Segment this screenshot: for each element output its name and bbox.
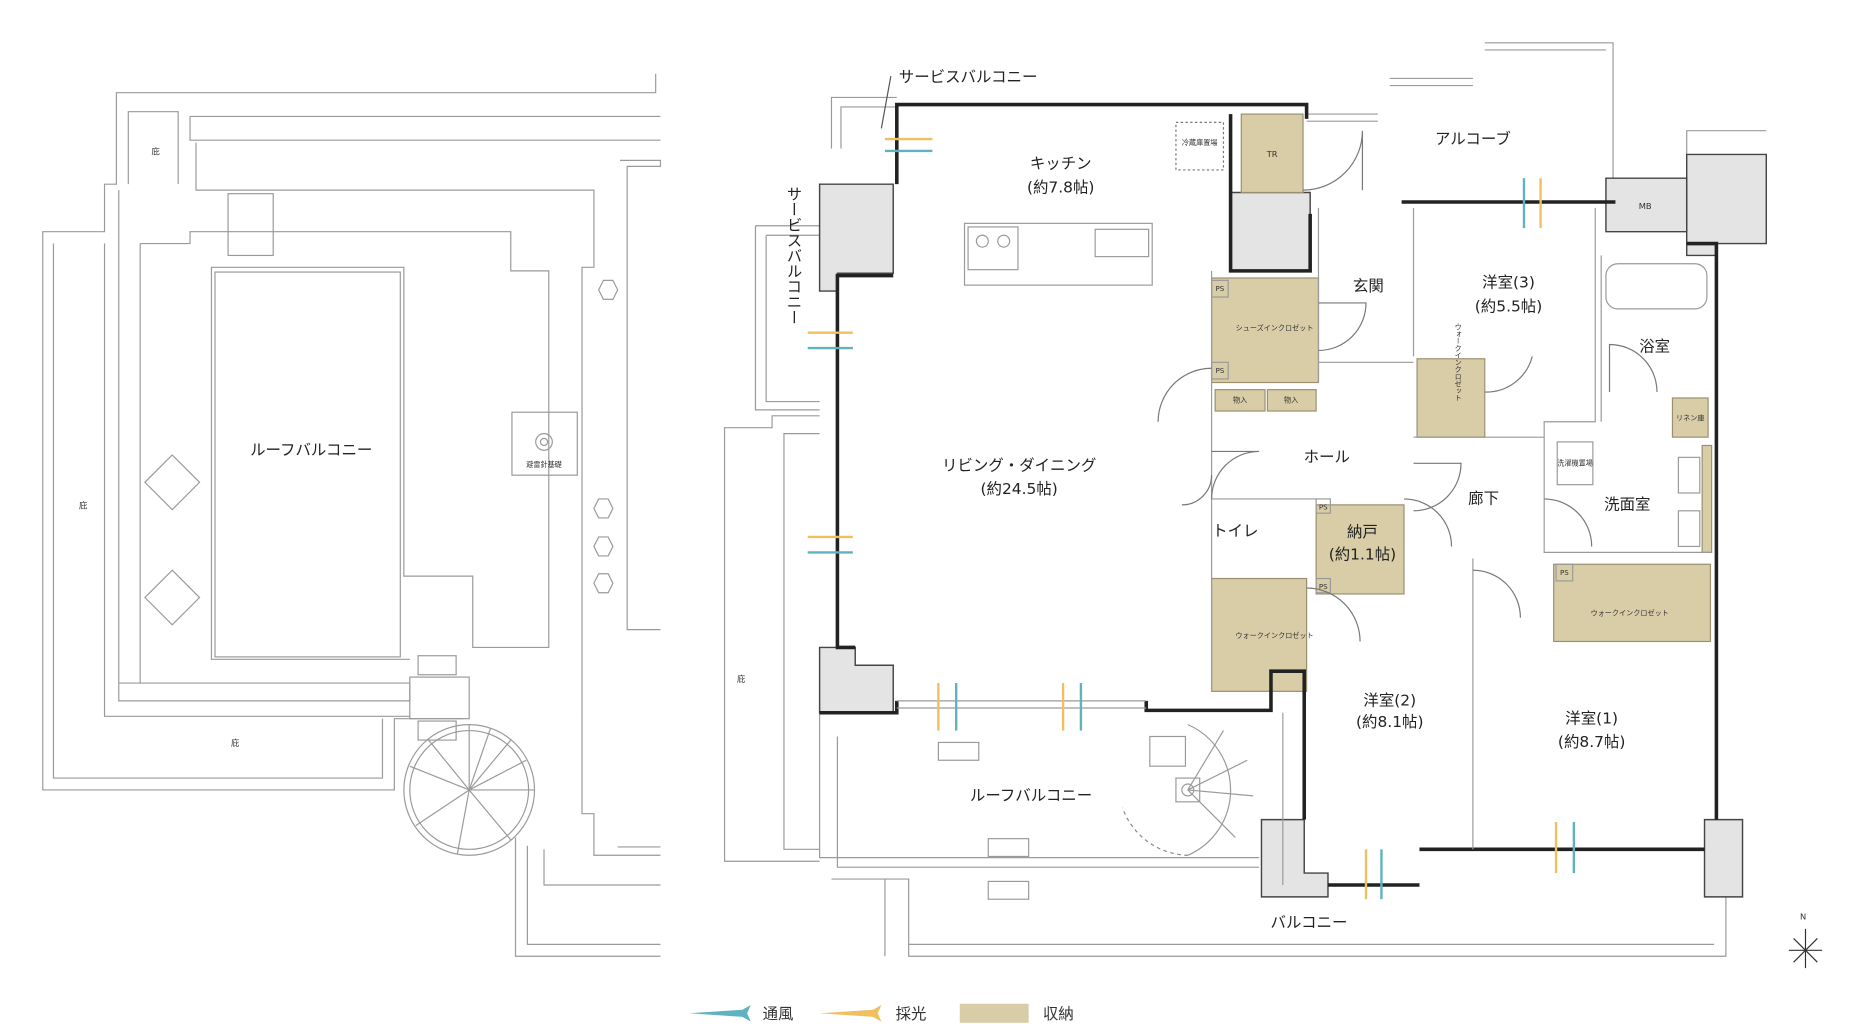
eave-label: 庇 [151,146,159,156]
fridge-label: 冷蔵庫置場 [1182,138,1218,147]
storage-legend-swatch [959,1003,1029,1023]
alcove-label: アルコーブ [1435,129,1511,148]
eave-label: 庇 [737,674,745,684]
entrance-label: 玄関 [1353,277,1384,295]
bathtub-icon [1605,263,1708,310]
north-label: N [1800,911,1806,921]
room2-size: (約8.1帖) [1356,713,1423,731]
room1-size: (約8.7帖) [1558,733,1625,751]
balcony-label: バルコニー [1271,914,1348,932]
storage-label: 物入 [1233,396,1247,405]
eave-label: 庇 [79,500,87,510]
spiral-staircase [403,724,536,856]
washer-label: 洗濯機置場 [1557,459,1593,468]
upper-roof-balcony-label: ルーフバルコニー [250,441,372,459]
column [818,646,894,714]
room2-label: 洋室(2) [1363,692,1416,710]
upper-floor-plan: ルーフバルコニー 避雷針基礎 庇 庇 庇 [42,73,662,957]
eave-label: 庇 [231,738,239,748]
ps-label: PS [1319,582,1328,591]
legend-ventilation: 通風 [763,1005,794,1023]
room1-label: 洋室(1) [1565,709,1618,727]
kitchen-size: (約7.8帖) [1027,178,1094,196]
living-label: リビング・ダイニング [942,456,1096,474]
kitchen-label: キッチン [1030,155,1092,173]
legend-lighting: 採光 [896,1005,927,1023]
room3-size: (約5.5帖) [1475,297,1542,315]
wic-label: ウォークインクロゼット [1454,323,1463,401]
linen-closet [1671,397,1709,438]
lightning-rod-base [511,411,578,476]
kitchen-counter [963,222,1153,286]
room3-label: 洋室(3) [1482,274,1535,292]
service-balcony-label: サービスバルコニー [899,68,1038,86]
ventilation-legend-icon [688,1004,751,1022]
storage [1214,389,1266,412]
main-floor-plan: N サービスバルコニー サービスバルコニー キッチン (約7.8帖) 冷蔵庫置場… [723,42,1823,969]
storage [1266,389,1317,412]
tr-space [1240,113,1304,194]
toilet-label: トイレ [1212,522,1258,540]
ventilation-lighting-markers [807,137,1576,900]
tr-label: TR [1266,149,1278,159]
linen-label: リネン庫 [1676,414,1704,423]
ps-label: PS [1215,366,1224,375]
column [1260,818,1329,898]
walk-in-closet [1416,358,1486,438]
wic-label: ウォークインクロゼット [1235,631,1313,640]
column [1229,191,1311,272]
legend-storage: 収納 [1043,1005,1074,1023]
roof-balcony-label: ルーフバルコニー [970,787,1092,805]
service-balcony-side-label: サービスバルコニー [784,186,802,325]
ps-label: PS [1560,568,1569,577]
washer-space [1556,441,1594,486]
column [1703,818,1744,898]
ps-label: PS [1319,503,1328,512]
storeroom-size: (約1.1帖) [1329,546,1396,564]
planter-icon [144,454,201,511]
lightning-rod-label: 避雷針基礎 [526,460,562,469]
corridor-label: 廊下 [1468,490,1499,508]
legend: 通風 採光 収納 [688,1003,1074,1023]
washroom-label: 洗面室 [1604,496,1650,514]
living-size: (約24.5帖) [981,480,1058,498]
shoe-closet-label: シューズインクロゼット [1236,323,1314,332]
cooktop-icon [967,226,1019,271]
spiral-staircase [1121,724,1254,856]
mb-box [1605,177,1688,233]
mb-label: MB [1639,201,1652,211]
planter-icon [144,569,201,626]
compass-icon: N [1788,911,1823,969]
sink-icon [1094,228,1150,258]
lighting-legend-icon [819,1004,882,1022]
walk-in-closet [1553,563,1712,643]
hall-label: ホール [1304,448,1350,466]
hexagon-vents [593,279,619,594]
column [1685,153,1768,257]
ps-label: PS [1215,284,1224,293]
column [818,183,894,292]
bath-label: 浴室 [1639,338,1670,356]
wic-label: ウォークインクロゼット [1591,608,1669,617]
storeroom-label: 納戸 [1347,523,1378,541]
storeroom [1315,504,1405,595]
storage-label: 物入 [1284,396,1298,405]
